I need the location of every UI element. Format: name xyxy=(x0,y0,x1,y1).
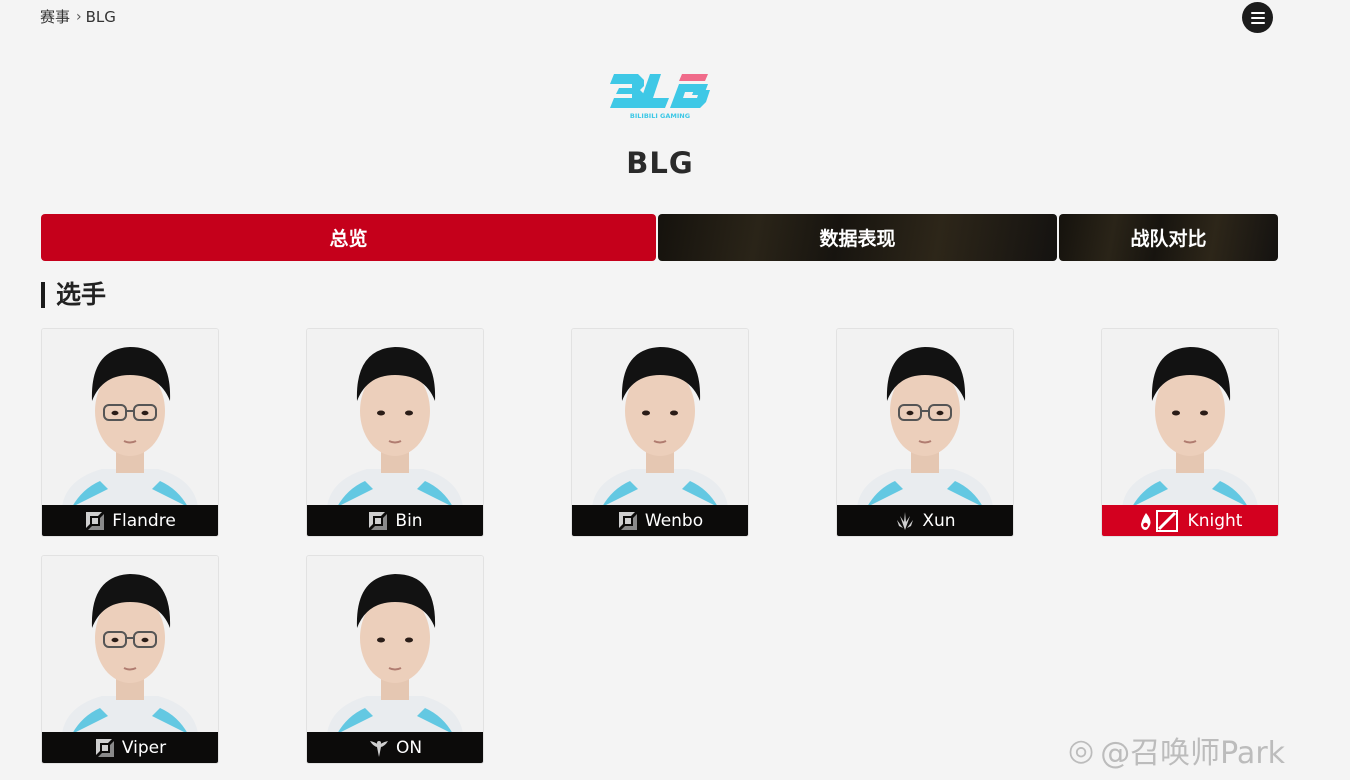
player-nameplate: Bin xyxy=(307,505,483,536)
logo-subtext: BILIBILI GAMING xyxy=(630,112,690,120)
tab-bar: 总览 数据表现 战队对比 xyxy=(41,214,1278,261)
player-portrait xyxy=(837,329,1013,507)
top-lane-icon xyxy=(617,510,639,532)
menu-icon-line xyxy=(1250,21,1265,24)
player-nameplate: Knight xyxy=(1102,505,1278,536)
bot-lane-icon xyxy=(94,737,116,759)
chevron-right-icon: › xyxy=(76,8,82,25)
watermark-text: @召唤师Park xyxy=(1100,736,1286,771)
player-name: Knight xyxy=(1187,510,1243,531)
player-name: ON xyxy=(395,737,423,758)
player-card[interactable]: Viper xyxy=(41,555,219,764)
player-name: Xun xyxy=(922,510,956,531)
tab-team-compare[interactable]: 战队对比 xyxy=(1059,214,1278,261)
player-nameplate: ON xyxy=(307,732,483,763)
player-name: Bin xyxy=(395,510,423,531)
watermark: ◎ @召唤师Park xyxy=(1068,728,1285,772)
tab-overview[interactable]: 总览 xyxy=(41,214,656,261)
player-name: Flandre xyxy=(112,510,176,531)
top-lane-icon xyxy=(367,510,389,532)
player-portrait xyxy=(307,556,483,734)
team-name: BLG xyxy=(626,146,694,180)
player-nameplate: Flandre xyxy=(42,505,218,536)
jungle-icon xyxy=(894,510,916,532)
player-card[interactable]: Wenbo xyxy=(571,328,749,537)
player-nameplate: Xun xyxy=(837,505,1013,536)
mid-lane-icon xyxy=(1138,510,1182,532)
tab-data-performance[interactable]: 数据表现 xyxy=(658,214,1057,261)
player-nameplate: Viper xyxy=(42,732,218,763)
menu-icon-line xyxy=(1250,11,1265,14)
player-name: Viper xyxy=(121,737,167,758)
weibo-icon: ◎ xyxy=(1068,732,1095,768)
menu-button[interactable] xyxy=(1242,2,1273,33)
player-card[interactable]: Knight xyxy=(1101,328,1279,537)
player-card[interactable]: Xun xyxy=(836,328,1014,537)
team-logo: BILIBILI GAMING xyxy=(610,74,710,120)
breadcrumb-current: BLG xyxy=(85,7,116,26)
section-title-players: 选手 xyxy=(41,282,106,308)
player-portrait xyxy=(42,556,218,734)
player-portrait xyxy=(307,329,483,507)
breadcrumb-root[interactable]: 赛事 xyxy=(40,8,71,26)
player-portrait xyxy=(42,329,218,507)
support-icon xyxy=(368,737,390,759)
player-portrait xyxy=(572,329,748,507)
menu-icon-line xyxy=(1250,16,1265,19)
breadcrumb: 赛事 › BLG xyxy=(40,6,116,27)
player-card[interactable]: Bin xyxy=(306,328,484,537)
player-name: Wenbo xyxy=(644,510,704,531)
player-nameplate: Wenbo xyxy=(572,505,748,536)
player-portrait xyxy=(1102,329,1278,507)
player-card[interactable]: Flandre xyxy=(41,328,219,537)
top-lane-icon xyxy=(84,510,106,532)
player-card[interactable]: ON xyxy=(306,555,484,764)
